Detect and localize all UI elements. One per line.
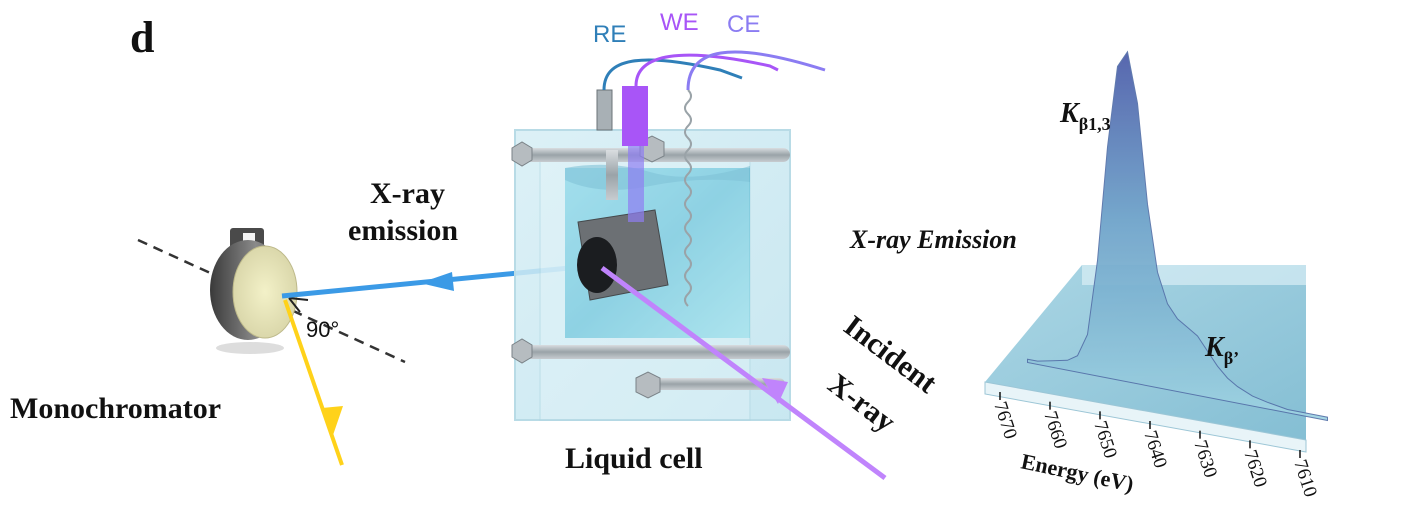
- crystal-plane-line: [137, 238, 406, 364]
- monochromator: [137, 228, 406, 364]
- peak-label-main: Kβ1,3: [1059, 98, 1111, 134]
- peak-label-minor: Kβ’: [1204, 332, 1239, 368]
- counter-electrode-coil: [684, 89, 692, 307]
- we-wire: [634, 53, 779, 87]
- spectrum-peak: [1027, 50, 1328, 422]
- ce-label: CE: [727, 11, 760, 38]
- incident-label-line2: X-ray: [822, 367, 902, 438]
- cell-rod-vertical: [606, 150, 618, 200]
- incident-arrowhead: [762, 378, 788, 404]
- peak-label-minor-sub: β’: [1224, 348, 1239, 368]
- energy-tick-label: 7630: [1189, 438, 1221, 481]
- energy-axis-label: Energy (eV): [1019, 448, 1136, 496]
- nut-bottom-left: [511, 338, 533, 364]
- working-electrode: [622, 86, 648, 146]
- diffracted-arrowhead: [322, 406, 343, 438]
- re-wire: [602, 58, 743, 91]
- we-label: WE: [660, 9, 699, 36]
- cell-rod-bottom-front: [640, 378, 785, 390]
- spectrum-floor-edge: [984, 381, 1307, 453]
- angle-label: 90°: [306, 317, 339, 342]
- sample-window: [577, 237, 617, 293]
- diffracted-beam: [283, 299, 344, 466]
- nut-top-left: [511, 141, 533, 167]
- spectrum-plot: 7670 7660 7650 7640 7630 7620 7610: [984, 50, 1328, 500]
- monochromator-crystal-face: [232, 245, 298, 339]
- cell-rod-bottom: [515, 345, 790, 359]
- liquid-cell: [511, 50, 826, 421]
- incident-beam: [600, 265, 887, 481]
- energy-tick-label: 7610: [1289, 457, 1321, 500]
- re-label: RE: [593, 21, 626, 48]
- energy-tick-label: 7650: [1089, 418, 1121, 461]
- panel-letter: d: [130, 13, 154, 62]
- ce-wire: [686, 50, 826, 91]
- reference-electrode: [596, 89, 613, 131]
- monochromator-label: Monochromator: [10, 392, 221, 425]
- working-electrode-stem: [628, 146, 644, 222]
- energy-tick-label: 7640: [1139, 428, 1171, 471]
- monochromator-shadow: [216, 342, 284, 354]
- liquid-cell-label: Liquid cell: [565, 442, 703, 475]
- energy-tick-label: 7620: [1239, 447, 1271, 490]
- spectrum-title: X-ray Emission: [849, 225, 1017, 254]
- emission-label-line2: emission: [348, 214, 458, 247]
- peak-label-main-base: K: [1059, 98, 1081, 129]
- angle-arc: [288, 297, 309, 313]
- peak-label-minor-base: K: [1204, 332, 1226, 363]
- peak-label-main-sub: β1,3: [1079, 114, 1111, 134]
- nut-bottom-front: [635, 371, 661, 399]
- emission-label-line1: X-ray: [370, 177, 445, 210]
- emission-arrowhead: [420, 272, 454, 291]
- energy-tick-label: 7660: [1039, 409, 1071, 452]
- energy-tick-label: 7670: [989, 399, 1021, 442]
